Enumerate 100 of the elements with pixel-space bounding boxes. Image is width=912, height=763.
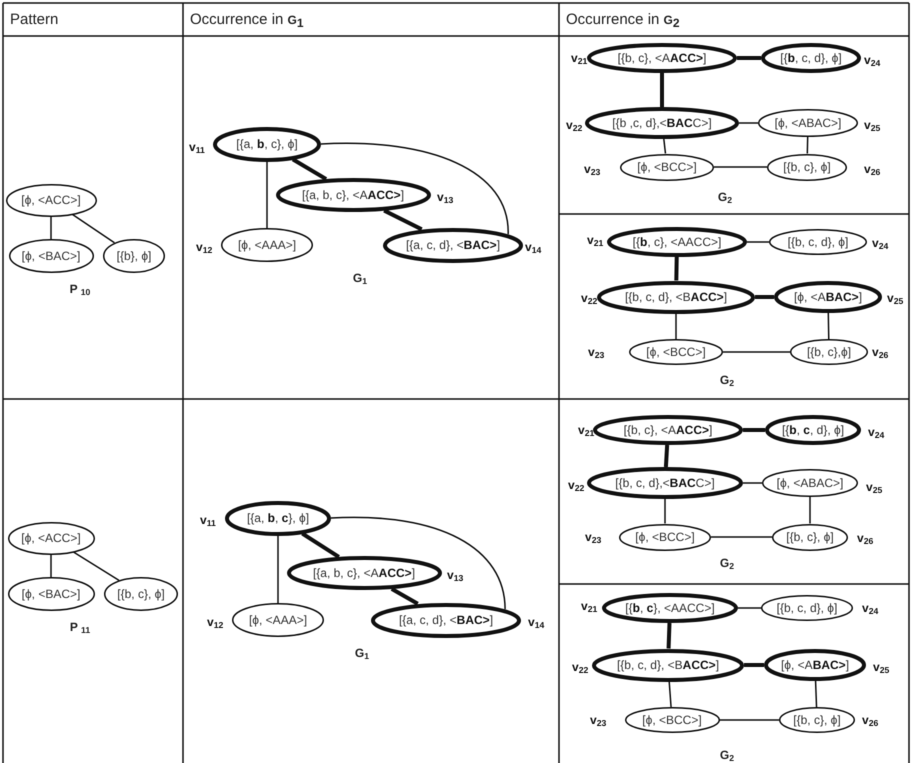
vertex-label: v$_{26}$ bbox=[864, 162, 880, 176]
graph-node-ellipse bbox=[592, 648, 744, 682]
node-text: [{b, c, d}, ϕ] bbox=[788, 235, 848, 249]
graph-node-ellipse bbox=[213, 126, 321, 162]
vertex-label: v$_{13}$ bbox=[437, 190, 454, 204]
column-header: Pattern bbox=[10, 12, 58, 28]
node-text: [{b, c}, <AACC>] bbox=[625, 601, 715, 615]
graph-caption: G$_{1}$ bbox=[354, 645, 370, 661]
node-text: [{b}, ϕ] bbox=[116, 249, 152, 263]
node-text: [{b, c}, <AACC>] bbox=[632, 235, 722, 249]
graph-edge bbox=[663, 138, 666, 154]
node-text: [{b, c, d}, <BACC>] bbox=[624, 290, 728, 304]
graph-edge bbox=[675, 314, 677, 339]
graph-node-ellipse bbox=[769, 229, 867, 255]
graph-edge bbox=[674, 256, 679, 281]
graph-node-ellipse bbox=[761, 43, 861, 73]
node-text: [{a, c, d}, <BAC>] bbox=[406, 238, 500, 252]
graph-edge bbox=[806, 136, 808, 154]
graph-node-ellipse bbox=[593, 415, 743, 445]
node-text: [{b, c, d}, ϕ] bbox=[780, 51, 842, 65]
node-text: [{b, c}, ϕ] bbox=[793, 713, 841, 727]
vertex-label: v$_{24}$ bbox=[864, 53, 880, 67]
graph-edge bbox=[292, 158, 328, 181]
graph-node-ellipse bbox=[585, 107, 739, 139]
vertex-label: v$_{24}$ bbox=[872, 236, 888, 250]
graph-node-ellipse bbox=[8, 522, 94, 554]
node-text: [{a, c, d}, <BAC>] bbox=[398, 613, 494, 627]
vertex-label: v$_{25}$ bbox=[864, 118, 880, 132]
vertex-label: v$_{11}$ bbox=[189, 140, 205, 154]
graph-edge bbox=[668, 681, 672, 708]
graph-node-ellipse bbox=[232, 603, 324, 637]
graph-edge bbox=[50, 554, 52, 577]
node-text: [{b, c}, <AACC>] bbox=[624, 423, 712, 437]
graph-edge bbox=[744, 663, 764, 667]
vertex-label: v$_{22}$ bbox=[568, 478, 584, 492]
graph-edge bbox=[320, 142, 509, 234]
vertex-label: v$_{12}$ bbox=[196, 240, 212, 254]
vertex-label: v$_{11}$ bbox=[200, 513, 216, 527]
vertex-label: v$_{21}$ bbox=[578, 423, 594, 437]
vertex-label: v$_{23}$ bbox=[585, 530, 602, 544]
graph-node-ellipse bbox=[790, 339, 868, 365]
vertex-label: v$_{26}$ bbox=[872, 345, 888, 359]
graph-caption: G$_{2}$ bbox=[720, 372, 734, 388]
node-text: [{b, c},ϕ] bbox=[806, 345, 852, 359]
vertex-label: v$_{14}$ bbox=[525, 240, 542, 254]
graph-node-ellipse bbox=[607, 227, 747, 257]
node-text: [ϕ, <ACC>] bbox=[21, 531, 81, 545]
node-text: [{b ,c, d},<BACC>] bbox=[612, 116, 712, 130]
graph-edge bbox=[743, 482, 762, 484]
graph-node-ellipse bbox=[371, 602, 521, 638]
graph-edge bbox=[660, 73, 664, 107]
graph-node-ellipse bbox=[772, 524, 848, 550]
graph-edge bbox=[383, 208, 423, 232]
graph-edge bbox=[711, 536, 772, 538]
graph-edge bbox=[714, 166, 767, 168]
vertex-label: v$_{21}$ bbox=[571, 51, 588, 65]
graph-edge bbox=[72, 214, 115, 244]
graph-node-ellipse bbox=[774, 281, 882, 313]
node-text: [{a, b, c}, <AACC>] bbox=[302, 188, 404, 202]
graph-node-ellipse bbox=[602, 593, 738, 623]
graph-caption: P $_{11}$ bbox=[70, 619, 90, 635]
graph-node-ellipse bbox=[104, 577, 178, 611]
graph-caption: G$_{2}$ bbox=[720, 555, 734, 571]
vertex-label: v$_{22}$ bbox=[572, 660, 588, 674]
vertex-label: v$_{24}$ bbox=[868, 425, 884, 439]
graph-node-ellipse bbox=[8, 577, 94, 611]
graph-edge bbox=[755, 295, 774, 299]
node-text: [{b, c, d}, ϕ] bbox=[776, 601, 838, 615]
node-text: [{a, b, c}, ϕ] bbox=[246, 511, 310, 525]
graph-node-ellipse bbox=[619, 524, 711, 550]
graph-edge bbox=[390, 587, 419, 606]
graph-node-ellipse bbox=[764, 649, 866, 681]
vertex-label: v$_{22}$ bbox=[581, 291, 598, 305]
graph-node-ellipse bbox=[765, 415, 861, 445]
vertex-label: v$_{23}$ bbox=[584, 162, 600, 176]
graph-edge bbox=[666, 622, 672, 649]
node-text: [ϕ, <ABAC>] bbox=[794, 290, 862, 304]
graph-node-ellipse bbox=[103, 239, 165, 273]
graph-node-ellipse bbox=[6, 184, 96, 216]
vertex-label: v$_{22}$ bbox=[566, 118, 582, 132]
graph-node-ellipse bbox=[383, 228, 523, 262]
node-text: [{b, c, d}, ϕ] bbox=[782, 423, 844, 437]
vertex-label: v$_{25}$ bbox=[866, 480, 882, 494]
graph-node-ellipse bbox=[629, 339, 723, 365]
graph-edge bbox=[73, 551, 120, 581]
graph-edge bbox=[277, 536, 279, 603]
graph-edge bbox=[739, 122, 758, 124]
node-text: [ϕ, <BCC>] bbox=[646, 345, 706, 359]
node-text: [{b, c}, ϕ] bbox=[786, 530, 834, 544]
graph-node-ellipse bbox=[624, 707, 720, 733]
vertex-label: v$_{21}$ bbox=[581, 599, 598, 613]
graph-node-ellipse bbox=[761, 595, 853, 621]
graph-node-ellipse bbox=[597, 280, 755, 314]
node-text: [ϕ, <ABAC>] bbox=[780, 658, 850, 672]
graph-edge bbox=[738, 607, 761, 609]
node-text: [ϕ, <BCC>] bbox=[642, 713, 702, 727]
graph-edge bbox=[720, 719, 779, 721]
graph-edge bbox=[664, 444, 670, 468]
node-text: [ϕ, <BCC>] bbox=[635, 530, 695, 544]
vertex-label: v$_{12}$ bbox=[207, 615, 224, 629]
